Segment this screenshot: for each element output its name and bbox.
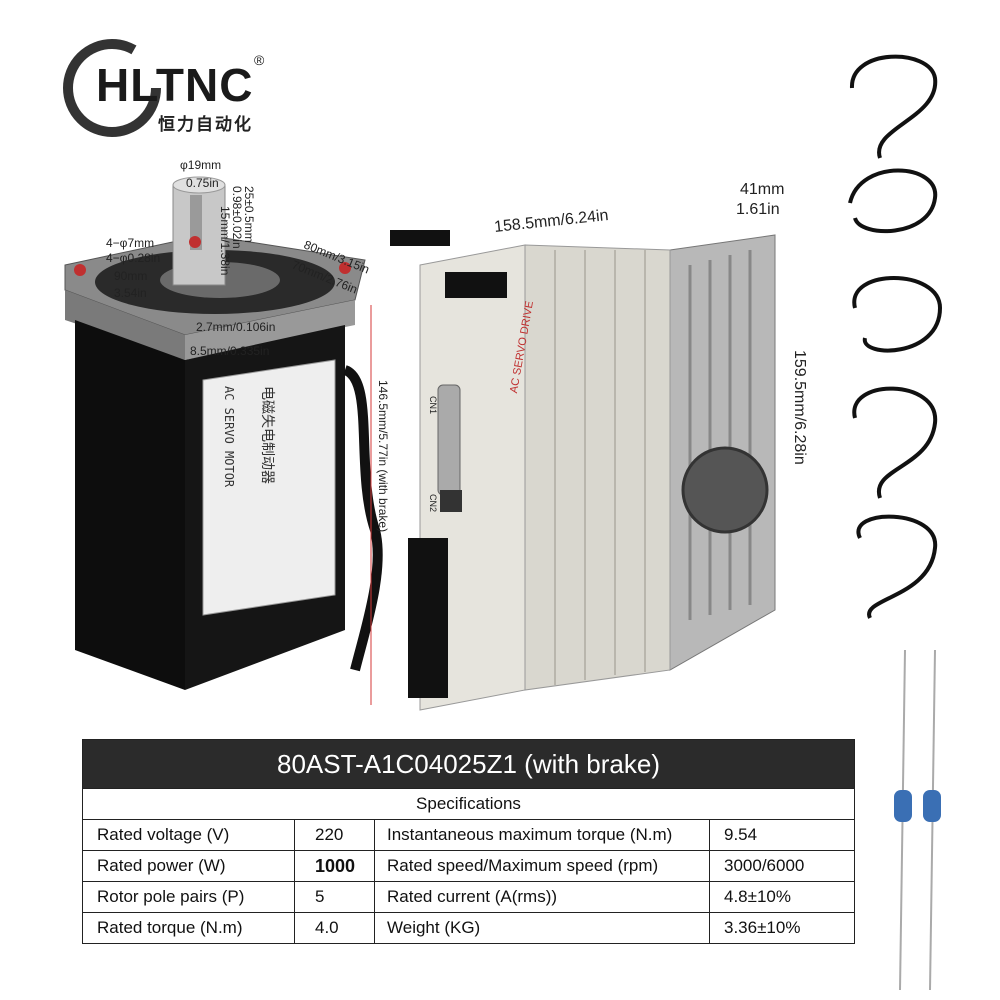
table-cell: Rated speed/Maximum speed (rpm) <box>375 851 710 881</box>
dim-motor-height: 146.5mm/5.77in (with brake) <box>376 380 390 533</box>
logo-ring-icon <box>63 39 161 137</box>
logo-wordmark: HLTNC <box>96 59 254 111</box>
table-cell: Rated current (A(rms)) <box>375 882 710 912</box>
spec-header: Specifications <box>83 788 854 819</box>
dim-drive-depth-mm: 41mm <box>740 181 785 198</box>
dim-pilot-mm: 90mm <box>114 269 148 283</box>
table-row: Rated power (W) 1000 Rated speed/Maximum… <box>83 850 854 881</box>
motor-nameplate-brake: 电磁失电制动器 <box>259 386 275 484</box>
drive-cn2-label: CN2 <box>428 493 439 513</box>
dim-drive-depth-in: 1.61in <box>736 201 780 218</box>
spec-table: 80AST-A1C04025Z1 (with brake) Specificat… <box>82 739 855 944</box>
motor-nameplate-title: AC SERVO MOTOR <box>222 386 236 488</box>
drive-cn1-label: CN1 <box>428 395 439 415</box>
spec-header-label: Specifications <box>416 794 521 813</box>
dim-shaft-diameter-mm: φ19mm <box>180 158 222 172</box>
dim-shaft-diameter-in: 0.75in <box>186 176 219 190</box>
table-cell: 4.8±10% <box>724 887 791 906</box>
table-cell: 220 <box>295 820 375 850</box>
servo-drive-image <box>390 230 776 711</box>
power-cable-icon <box>849 54 938 159</box>
brand-logo: HLTNC ® 恒力自动化 <box>62 38 282 138</box>
logo-registered-mark: ® <box>254 52 265 68</box>
table-cell: 3000/6000 <box>724 856 805 875</box>
table-cell: Instantaneous maximum torque (N.m) <box>375 820 710 850</box>
table-row: Rated torque (N.m) 4.0 Weight (KG) 3.36±… <box>83 912 854 943</box>
table-row: Rotor pole pairs (P) 5 Rated current (A(… <box>83 881 854 912</box>
table-cell: 4.0 <box>295 913 375 943</box>
servo-motor-image <box>64 176 383 690</box>
dim-shaft-key: 15mm/1.38in <box>218 206 232 276</box>
dim-mount-holes-mm: 4−φ7mm <box>106 236 155 250</box>
table-cell: Rated torque (N.m) <box>83 913 295 943</box>
dim-key-a: 2.7mm/0.106in <box>196 320 276 334</box>
dim-drive-height: 159.5mm/6.28in <box>791 350 808 465</box>
table-cell: Rotor pole pairs (P) <box>83 882 295 912</box>
cable-accessories-image <box>848 54 943 619</box>
table-cell: 1000 <box>295 851 375 881</box>
resistors-image <box>894 650 941 990</box>
logo-chinese-name: 恒力自动化 <box>158 115 253 135</box>
dim-pilot-in: 3.54in <box>114 286 147 300</box>
spec-model-title: 80AST-A1C04025Z1 (with brake) <box>83 740 854 788</box>
table-row: Rated voltage (V) 220 Instantaneous maxi… <box>83 819 854 850</box>
table-cell: Rated voltage (V) <box>83 820 295 850</box>
table-cell: 5 <box>295 882 375 912</box>
dim-key-b: 8.5mm/0.335in <box>190 344 270 358</box>
table-cell: Rated power (W) <box>83 851 295 881</box>
dim-mount-holes-in: 4−φ0.28in <box>106 251 161 265</box>
table-cell: 9.54 <box>724 825 758 844</box>
dim-shaft-length-in: 0.98±0.02in <box>230 186 244 249</box>
table-cell: 3.36±10% <box>724 918 801 937</box>
dim-height-line <box>370 305 372 705</box>
dim-shaft-length: 25±0.5mm <box>242 186 256 243</box>
table-cell: Weight (KG) <box>375 913 710 943</box>
